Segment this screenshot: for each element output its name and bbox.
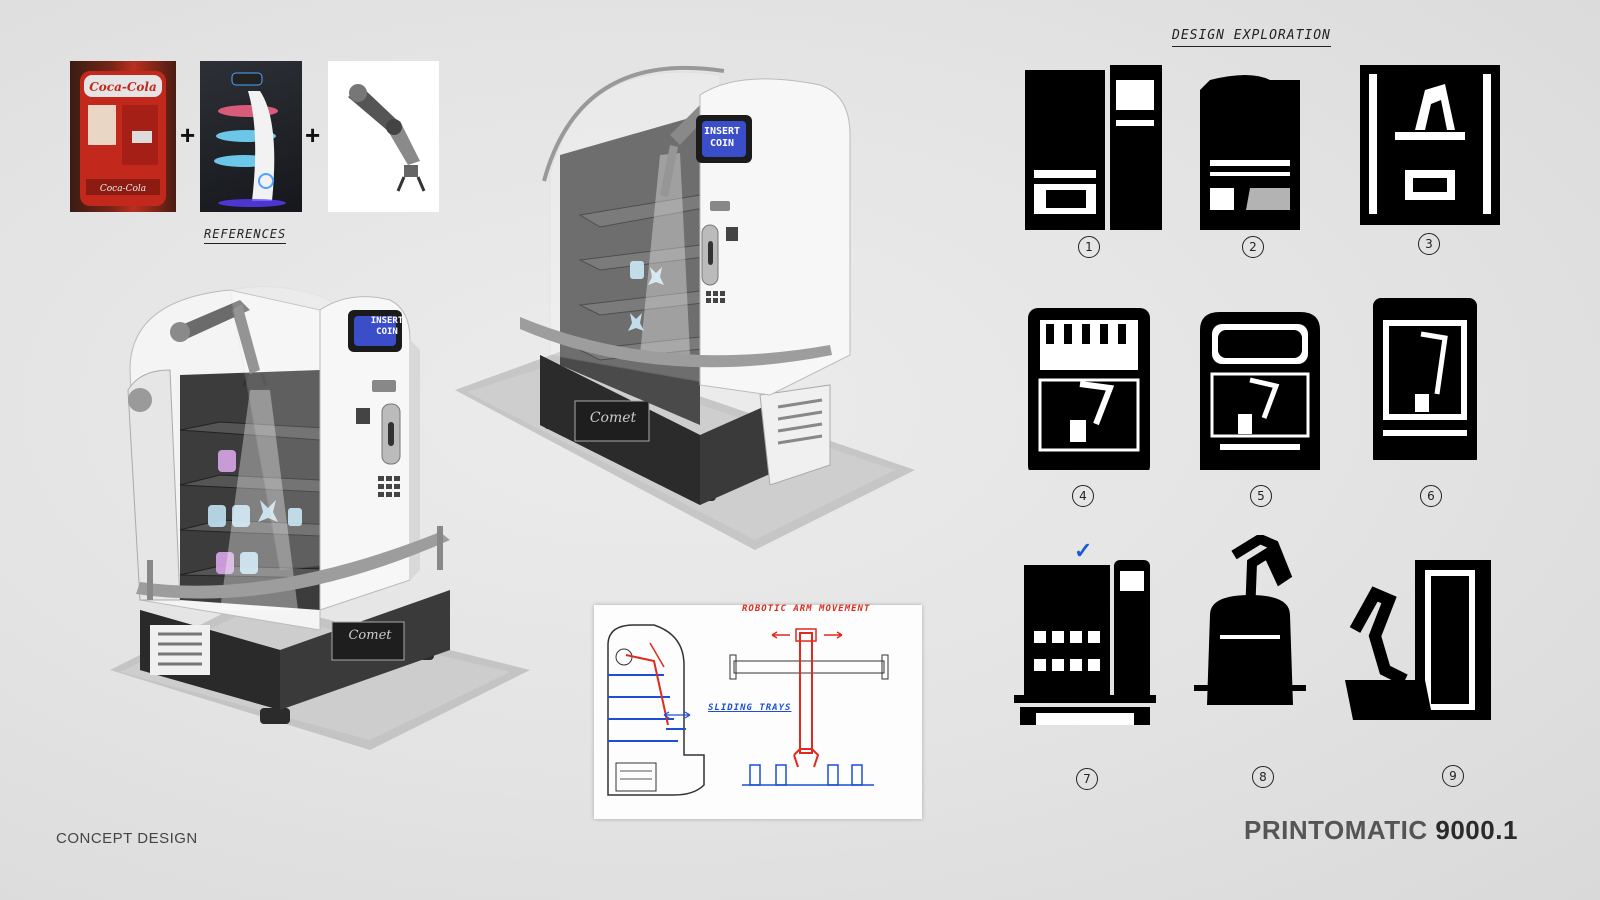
option-number-3: 3 [1418,233,1440,255]
option-number-7: 7 [1076,768,1098,790]
reference-cola-machine: Coca-Cola Coca-Cola [70,61,176,212]
product-title: PRINTOMATIC 9000.1 [1244,815,1518,845]
reference-service-robot [200,61,302,212]
silhouette-7 [1014,560,1156,725]
comet-plate-back: Comet [589,410,637,426]
silhouette-4 [1028,308,1150,470]
silhouette-9 [1345,560,1491,720]
footer-concept-design: CONCEPT DESIGN [56,830,198,847]
machine-render-back [520,65,851,505]
plus-sign: + [305,120,321,150]
svg-text:Coca-Cola: Coca-Cola [89,80,157,94]
robotic-arm-label: ROBOTIC ARM MOVEMENT [742,604,871,614]
design-exploration-label: DESIGN EXPLORATION [1172,28,1331,47]
option-number-5: 5 [1250,485,1272,507]
option-number-4: 4 [1072,485,1094,507]
option-number-1: 1 [1078,236,1100,258]
svg-text:Coca-Cola: Coca-Cola [100,184,146,194]
silhouette-8 [1194,535,1306,705]
reference-robotic-arm [328,61,439,212]
option-number-9: 9 [1442,765,1464,787]
silhouette-2 [1200,75,1300,230]
sliding-trays-label: SLIDING TRAYS [708,703,792,713]
mechanism-sketch [607,624,889,796]
mechanism-sketch-card: ROBOTIC ARM MOVEMENT SLIDING TRAYS [594,604,922,819]
option-number-2: 2 [1242,236,1264,258]
selected-check-icon: ✓ [1074,538,1093,563]
option-number-6: 6 [1420,485,1442,507]
plus-sign: + [180,120,196,150]
silhouette-1 [1025,65,1162,230]
option-number-8: 8 [1252,766,1274,788]
silhouette-3 [1360,65,1500,225]
silhouette-5 [1200,312,1320,470]
references-label: REFERENCES [204,227,287,244]
comet-plate-front: Comet [348,628,392,643]
machine-render-front [127,286,450,724]
silhouette-6 [1373,298,1477,460]
